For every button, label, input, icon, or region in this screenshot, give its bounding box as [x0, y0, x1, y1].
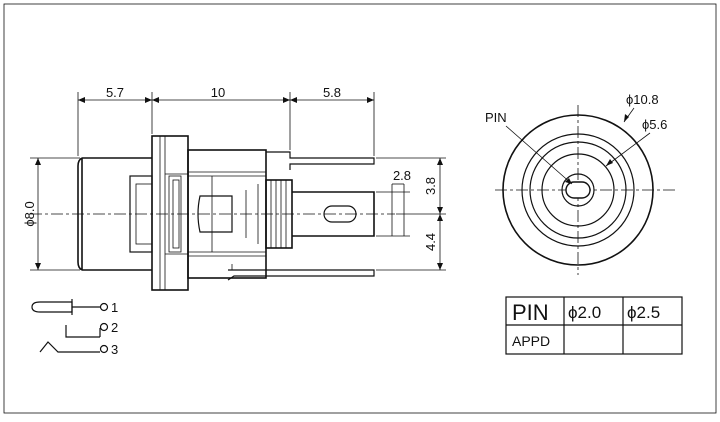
plug-symbol [31, 301, 73, 313]
terminal-3-label: 3 [111, 342, 118, 357]
dim-rear-length: 5.8 [323, 85, 341, 100]
dim-body-length: 10 [211, 85, 225, 100]
side-view: 5.7 10 5.8 ϕ8.0 2.8 3.8 4.4 [22, 85, 446, 291]
rear-thread [265, 179, 293, 249]
dim-lower-offset: 4.4 [423, 233, 438, 251]
table-header-size-b: ϕ2.5 [627, 303, 660, 322]
outer-ring [502, 114, 654, 266]
ring-2 [521, 133, 635, 247]
sheet-border [3, 3, 717, 414]
ring-5 [561, 173, 595, 207]
front-view: PIN ϕ10.8 ϕ5.6 [485, 92, 675, 275]
dim-front-length: 5.7 [106, 85, 124, 100]
terminal-1-label: 1 [111, 300, 118, 315]
flange [151, 135, 189, 291]
ring-4 [541, 153, 615, 227]
terminal-top-lug [266, 151, 375, 170]
table-header-size-a: ϕ2.0 [568, 303, 601, 322]
dim-upper-offset: 3.8 [423, 177, 438, 195]
pin-slot [323, 205, 357, 223]
terminal-bottom-lug [227, 269, 375, 281]
pin-hole [565, 181, 591, 199]
pin-callout: PIN [485, 110, 507, 125]
dim-outer-diameter: ϕ10.8 [626, 92, 659, 107]
switch-contact [39, 341, 100, 353]
pin-size-table: PIN ϕ2.0 ϕ2.5 APPD [505, 296, 683, 355]
table-row-label: APPD [512, 333, 550, 349]
schematic-symbol: 1 2 3 [31, 299, 118, 357]
ring-3 [529, 141, 627, 239]
dim-pin-width: 2.8 [393, 168, 411, 183]
center-pin [292, 191, 375, 237]
front-nose [77, 157, 83, 271]
dim-inner-diameter: ϕ5.6 [642, 117, 667, 132]
dim-body-diameter: ϕ8.0 [22, 201, 37, 226]
spring-contact [65, 325, 100, 338]
table-header-pin: PIN [512, 300, 549, 325]
inner-spring [197, 195, 233, 233]
terminal-2-label: 2 [111, 320, 118, 335]
